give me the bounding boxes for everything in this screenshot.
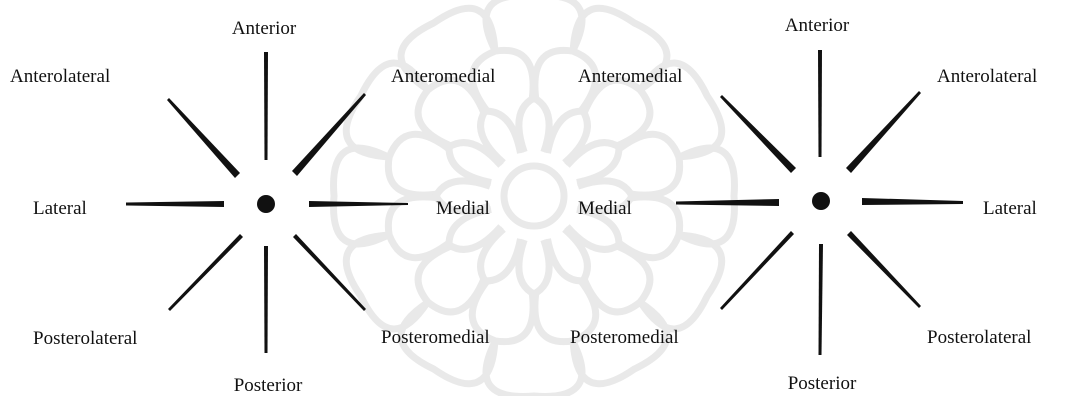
watermark-petal-ring bbox=[388, 50, 679, 341]
ray-posterolateral bbox=[168, 234, 243, 311]
ray-posterolateral bbox=[847, 231, 921, 308]
label-lateral: Lateral bbox=[983, 198, 1037, 219]
right-direction-diagram: Anterior Anteromedial Anterolateral Medi… bbox=[570, 15, 1037, 394]
ray-anterolateral bbox=[167, 98, 240, 178]
left-direction-diagram: Anterior Anterolateral Anteromedial Late… bbox=[10, 18, 495, 396]
ray-lateral bbox=[126, 201, 224, 207]
label-posterolateral: Posterolateral bbox=[33, 328, 137, 349]
label-medial: Medial bbox=[578, 198, 632, 219]
ray-anteromedial bbox=[292, 93, 366, 176]
label-lateral: Lateral bbox=[33, 198, 87, 219]
label-anterior: Anterior bbox=[785, 15, 850, 36]
label-medial: Medial bbox=[436, 198, 490, 219]
label-posterior: Posterior bbox=[788, 373, 857, 394]
label-anterior: Anterior bbox=[232, 18, 297, 39]
ray-anterior bbox=[264, 52, 268, 160]
label-posterolateral: Posterolateral bbox=[927, 327, 1031, 348]
ray-posterior bbox=[819, 244, 824, 355]
ray-medial bbox=[676, 199, 779, 206]
label-anteromedial: Anteromedial bbox=[391, 66, 495, 87]
ray-anterior bbox=[818, 50, 822, 157]
ray-lateral bbox=[862, 198, 963, 205]
ray-anterolateral bbox=[846, 91, 921, 173]
watermark-petal-ring bbox=[436, 98, 632, 294]
center-dot bbox=[812, 192, 830, 210]
ray-posterior bbox=[264, 246, 268, 353]
ray-posteromedial bbox=[720, 231, 794, 310]
label-anteromedial: Anteromedial bbox=[578, 66, 682, 87]
label-posteromedial: Posteromedial bbox=[570, 327, 679, 348]
label-anterolateral: Anterolateral bbox=[937, 66, 1037, 87]
label-posterior: Posterior bbox=[234, 375, 303, 396]
center-dot bbox=[257, 195, 275, 213]
label-anterolateral: Anterolateral bbox=[10, 66, 110, 87]
watermark-center-ring bbox=[504, 166, 564, 226]
label-posteromedial: Posteromedial bbox=[381, 327, 490, 348]
